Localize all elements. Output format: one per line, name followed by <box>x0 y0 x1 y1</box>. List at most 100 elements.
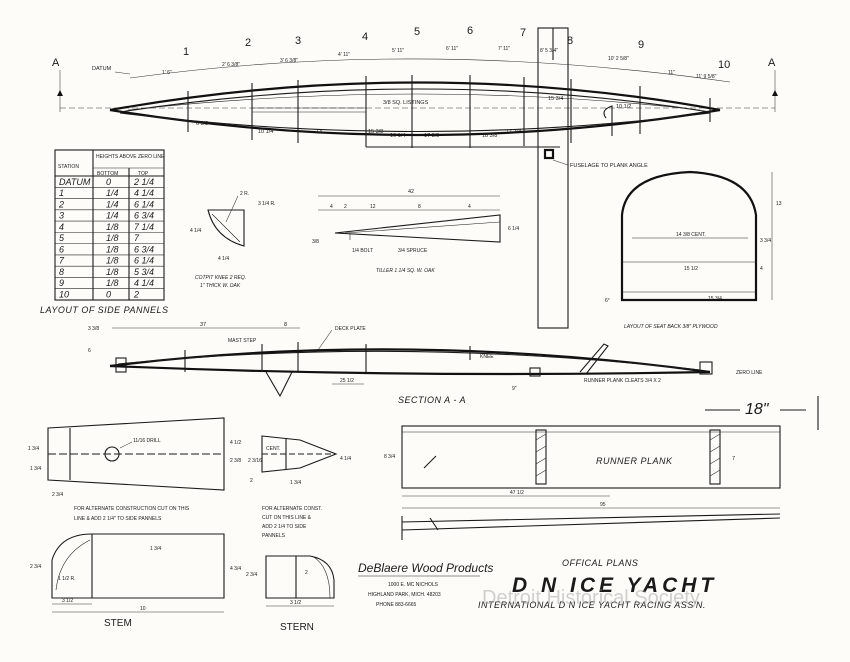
fuselage-angle-label: FUSELAGE TO PLANK ANGLE <box>570 163 648 169</box>
stern-bottom: 3 1/2 <box>290 600 301 606</box>
stem-note-1: FOR ALTERNATE CONSTRUCTION CUT ON THIS <box>74 506 190 512</box>
tiller-spruce: 3/4 SPRUCE <box>398 248 428 254</box>
stern-top: 2 <box>305 570 308 576</box>
station-number: 3 <box>295 35 301 47</box>
handwritten-18: 18" <box>745 401 770 418</box>
plan-title: D N ICE YACHT <box>512 574 717 597</box>
spacing-label: 11' 9 5/8" <box>696 74 717 80</box>
depth-label: 18 3/8 <box>482 133 497 139</box>
station-number: 10 <box>718 59 730 71</box>
depth-label: 15 3/8 <box>368 129 383 135</box>
knee-radius2: 3 1/4 R. <box>258 201 276 207</box>
runner-left: 8 3/4 <box>384 454 395 460</box>
table-col-station: STATION <box>58 164 79 170</box>
seat-lower-width: 15 3/4 <box>708 296 722 302</box>
depth-label: 13 <box>316 129 322 135</box>
table-cell-bottom: 1/8 <box>106 222 119 232</box>
stern-cent: CENT. <box>266 446 280 452</box>
stern-note-4: PANNELS <box>262 533 286 539</box>
fuselage-side-view: A A FUSELAGE TO PLANK <box>52 25 778 329</box>
stem-dim: 2 3/4 <box>52 492 63 498</box>
stem-dim: 1 3/4 <box>28 446 39 452</box>
table-cell-station: 8 <box>59 267 64 277</box>
stern-note-2: CUT ON THIS LINE & <box>262 515 312 521</box>
stem-dim: 4 1/2 <box>230 440 241 446</box>
cockpit-knee-detail: 2 R. 3 1/4 R. 4 1/4 4 1/4 COTPIT KNEE 2 … <box>190 191 276 289</box>
knee-radius: 2 R. <box>240 191 249 197</box>
section-dim-9: 9" <box>512 386 517 392</box>
spacing-label: 4' 11" <box>338 52 350 58</box>
station-number: 1 <box>183 46 189 58</box>
stern-dim: 4 1/4 <box>340 456 351 462</box>
table-cell-bottom: 1/8 <box>106 233 119 243</box>
runner-cleats-label: RUNNER PLANK CLEATS 3/4 X 2 <box>584 378 661 384</box>
table-cell-bottom: 1/4 <box>106 188 119 198</box>
table-cell-top: 7 <box>134 233 140 243</box>
seat-upper-width: 15 1/2 <box>684 266 698 272</box>
stem-side: 2 3/4 <box>30 564 41 570</box>
mast-step-label: MAST STEP <box>228 338 257 344</box>
runner-plank-title: RUNNER PLANK <box>596 456 673 466</box>
station-number: 6 <box>467 25 473 37</box>
seat-caption: LAYOUT OF SEAT BACK 3/8" PLYWOOD <box>624 324 718 330</box>
stern-label: STERN <box>280 622 314 633</box>
station-number: 2 <box>245 37 251 49</box>
depth-label: 17 3/8 <box>424 133 439 139</box>
spacing-label: 6' 11" <box>446 46 458 52</box>
seat-side: 3 3/4 <box>760 238 771 244</box>
table-col-bottom: BOTTOM <box>97 171 118 177</box>
maker-phone: PHONE 883-6665 <box>376 602 417 608</box>
depth-label: 16 1/4 <box>390 133 405 139</box>
table-cell-station: 10 <box>59 290 69 300</box>
tiller-detail: 42 4 2 12 8 4 3/8 6 1/4 1/4 BOLT 3/4 SPR… <box>312 189 519 274</box>
seat-side2: 4 <box>760 266 763 272</box>
station-number: 7 <box>520 27 526 39</box>
table-col-top: TOP <box>138 171 149 177</box>
stem-drill: 11/16 DRILL <box>133 438 161 444</box>
stern-dim: 1 3/4 <box>290 480 301 486</box>
tiller-bolt: 1/4 BOLT <box>352 248 373 254</box>
table-cell-bottom: 1/8 <box>106 244 119 254</box>
station-number: 9 <box>638 39 644 51</box>
stem-top: 1 3/4 <box>150 546 161 552</box>
stern-note-3: ADD 2 1/4 TO SIDE <box>262 524 307 530</box>
table-cell-top: 6 1/4 <box>134 256 154 266</box>
table-cell-station: 2 <box>58 199 64 209</box>
tiller-dim: 4 <box>468 204 471 210</box>
depth-label: 17 3/8 <box>506 129 521 135</box>
tiller-overall: 42 <box>408 189 414 195</box>
section-dim-left: 3 3/8 <box>88 326 99 332</box>
stem-dim: 2 3/8 <box>230 458 241 464</box>
spacing-label: 1' 6" <box>162 70 172 76</box>
spacing-label: 10' 2 5/8" <box>608 56 629 62</box>
knee-height: 4 1/4 <box>190 228 201 234</box>
stem-dim: 1 3/4 <box>30 466 41 472</box>
stem-label: STEM <box>104 618 132 629</box>
table-cell-bottom: 1/8 <box>106 267 119 277</box>
depth-label: 15 3/4 <box>548 96 563 102</box>
watermark: Detroit Historical Society <box>482 587 700 609</box>
table-cell-bottom: 1/4 <box>106 199 119 209</box>
knee-caption-2: 1" THICK W. OAK <box>200 283 241 289</box>
runner-95: 95 <box>600 502 606 508</box>
seat-center: 14 3/8 CENT. <box>676 232 706 238</box>
table-cell-station: DATUM <box>59 177 91 187</box>
table-cell-bottom: 1/8 <box>106 256 119 266</box>
table-cell-bottom: 1/4 <box>106 211 119 221</box>
table-cell-bottom: 1/8 <box>106 278 119 288</box>
table-cell-top: 5 3/4 <box>134 267 154 277</box>
spacing-label: 8' 5 3/4" <box>540 48 558 54</box>
table-col-heights: HEIGHTS ABOVE ZERO LINE <box>96 154 165 160</box>
runner-plank-detail: RUNNER PLANK 7 8 3/4 47 1/2 95 <box>384 425 781 540</box>
official-plans: OFFICAL PLANS <box>562 558 638 568</box>
stem-length: 10 <box>140 606 146 612</box>
table-cell-top: 2 <box>133 290 139 300</box>
table-cell-top: 4 1/4 <box>134 278 154 288</box>
stem-radius: 1 1/2 R. <box>58 576 76 582</box>
association: INTERNATIONAL D N ICE YACHT RACING ASS'N… <box>478 600 706 610</box>
seat-back-detail: 13 14 3/8 CENT. 15 1/2 15 3/4 3 3/4 4 6°… <box>605 170 782 330</box>
seat-angle: 6° <box>605 298 610 304</box>
table-cell-station: 4 <box>59 222 64 232</box>
